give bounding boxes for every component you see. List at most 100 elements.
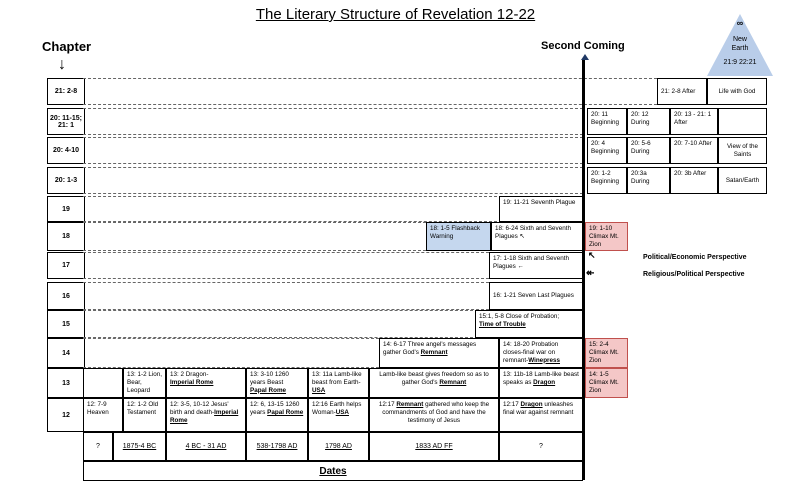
cell-16-1-21: 16: 1-21 Seven Last Plagues [489,282,583,310]
cell-lamb-like-freedom: Lamb-like beast gives freedom so as to g… [369,368,499,398]
cell-view-saints: View of the Saints [718,137,767,164]
date-1875-4bc: 1875-4 BC [113,432,166,461]
dragon: Dragon [533,378,556,386]
time-of-trouble: Time of Trouble [479,320,526,328]
row-21-2-8: 21: 2-8 21: 2-8 After Life with God [47,78,767,105]
usa: USA [335,408,349,416]
chapter-label: Chapter [42,39,92,54]
cell-18-1-5: 18: 1-5 Flashback Warning [426,222,491,251]
text: 12: 3-5, 10-12 Jesus' birth and death- [170,401,229,416]
row-12: 12 12: 7-9 Heaven 12: 1-2 Old Testament … [47,398,767,432]
row-15: 15 15:1, 5-8 Close of Probation; Time of… [47,310,767,338]
date-4bc-31ad: 4 BC - 31 AD [166,432,246,461]
row-label: 20: 11-15; 21: 1 [47,108,85,135]
chapter-arrow-icon: ↓ [58,56,66,73]
cell-12-6: 12: 6, 13-15 1260 years Papal Rome [246,398,308,432]
text: 14: 18-20 Probation closes-final war on … [503,341,559,364]
row-label: 19 [47,196,85,222]
cell-20-12: 20: 12 During [627,108,670,135]
row-13: 13 13: 1-2 Lion, Bear, Leopard 13: 2 Dra… [47,368,767,398]
cell-12-17-dragon: 12:17 Dragon unleashes final war against… [499,398,583,432]
text: 14: 6-17 Three angel's messages gather G… [383,341,477,356]
empty-band [83,78,657,105]
empty-band [83,137,583,164]
cell-19-11-21: 19: 11-21 Seventh Plague [499,196,583,222]
empty-cell [718,108,767,135]
empty-band [83,196,497,222]
cell-13-11a: 13: 11a Lamb-like beast from Earth-USA [308,368,369,398]
cell-life-with-god: Life with God [707,78,767,105]
text: 13: 3-10 1260 years Beast [250,371,289,386]
second-coming-line [582,60,585,480]
cell-12-3-5: 12: 3-5, 10-12 Jesus' birth and death-Im… [166,398,246,432]
text: 13: 2 Dragon- [170,371,209,378]
cell-13-1-2: 13: 1-2 Lion, Bear, Leopard [123,368,166,398]
cell-20-7-10: 20: 7-10 After [670,137,718,164]
row-20-11-15: 20: 11-15; 21: 1 20: 11 Beginning 20: 12… [47,108,767,135]
row-label: 12 [47,398,85,432]
row-17: 17 17: 1-18 Sixth and Seventh Plagues ← [47,252,767,279]
cell-satan-earth: Satan/Earth [718,167,767,194]
empty-band [83,167,583,194]
cell-12-7-9: 12: 7-9 Heaven [83,398,123,432]
cell-14-1-5: 14: 1-5 Climax Mt. Zion [585,368,628,398]
religious-perspective-label: Religious/Political Perspective [643,271,745,278]
row-14: 14 14: 6-17 Three angel's messages gathe… [47,338,767,368]
row-label: 14 [47,338,85,368]
new-earth-triangle [707,14,773,76]
remnant: Remnant [396,401,424,408]
text: 12: 6, 13-15 1260 years [250,401,300,416]
row-label: 20: 4-10 [47,137,85,164]
cell-21-2-8: 21: 2-8 After [657,78,707,105]
text: 12:16 Earth helps Woman- [312,401,362,416]
cell-20-11: 20: 11 Beginning [587,108,627,135]
infinity-icon: ∞ [736,18,744,28]
cell-13-11b-18: 13: 11b-18 Lamb-like beast speaks as Dra… [499,368,583,398]
arrow-nw-icon: ↖ [588,250,596,260]
empty-band [83,108,583,135]
cell-12-16: 12:16 Earth helps Woman-USA [308,398,369,432]
political-perspective-label: Political/Economic Perspective [643,254,747,261]
date-unknown-1: ? [83,432,113,461]
cell-20-1-2: 20: 1-2 Beginning [587,167,627,194]
dates-label: Dates [83,461,583,481]
row-label: 13 [47,368,85,398]
arrow-left-icon: ↞ [586,268,595,279]
new-earth-line2: Earth [731,45,749,52]
cell-19-1-10: 19: 1-10 Climax Mt. Zion [585,222,628,251]
text: gathered who keep the commandments of Go… [382,401,490,424]
cell-12-1-2: 12: 1-2 Old Testament [123,398,166,432]
text: unleashes final war against remnant [503,401,574,416]
date-unknown-2: ? [499,432,583,461]
new-earth-line1: New [732,36,747,43]
row-20-1-3: 20: 1-3 20: 1-2 Beginning 20:3a During 2… [47,167,767,194]
cell-20-4: 20: 4 Beginning [587,137,627,164]
row-label: 18 [47,222,85,251]
empty-band [83,338,379,368]
date-538-1798: 538-1798 AD [246,432,308,461]
imperial-rome: Imperial Rome [170,408,239,424]
row-label: 16 [47,282,85,310]
text: 15:1, 5-8 Close of Probation; [479,313,560,320]
row-label: 20: 1-3 [47,167,85,194]
cell-13-2: 13: 2 Dragon-Imperial Rome [166,368,246,398]
empty-band [83,310,473,338]
cell-17-1-18: 17: 1-18 Sixth and Seventh Plagues ← [489,252,583,279]
row-19: 19 19: 11-21 Seventh Plague [47,196,767,222]
remnant: Remnant [439,378,467,386]
text: 13: 11b-18 Lamb-like beast speaks as [503,371,579,386]
dragon: Dragon [520,401,543,408]
page-title: The Literary Structure of Revelation 12-… [255,6,536,23]
new-earth-ref: 21:9 22:21 [723,59,757,66]
papal-rome: Papal Rome [250,386,287,394]
text: 12:17 [378,401,395,408]
cell-15-1-5-8: 15:1, 5-8 Close of Probation; Time of Tr… [475,310,583,338]
date-1798: 1798 AD [308,432,369,461]
cell-14-6-17: 14: 6-17 Three angel's messages gather G… [379,338,499,368]
cell-20-5-6: 20: 5-6 During [627,137,670,164]
date-1833-ff: 1833 AD FF [369,432,499,461]
cell-20-13: 20: 13 - 21: 1 After [670,108,718,135]
usa: USA [312,386,326,394]
row-18: 18 18: 1-5 Flashback Warning 18: 6-24 Si… [47,222,767,251]
